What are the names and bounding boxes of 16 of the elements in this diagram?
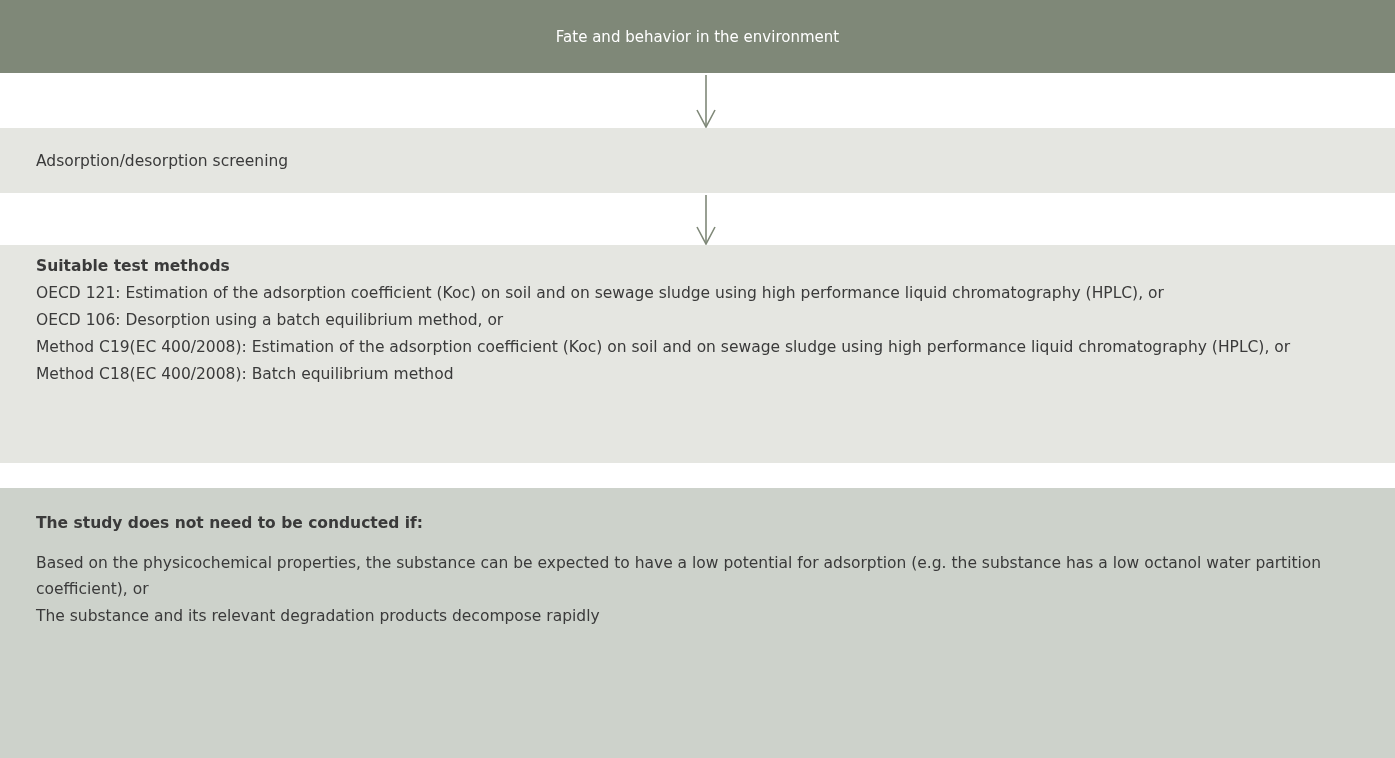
body-text: The substance and its relevant degradation products decompose rapidly [36,606,601,627]
section-heading: Suitable test methods [36,256,231,277]
body-text: Based on the physicochemical properties, the substance can be expected to have a low potential for adsorption (e.g. the substance has a low octanol water partition coefficient), or [36,553,1323,600]
step-label: Fate and behavior in the environment [555,26,840,48]
step-label: Adsorption/desorption screening [36,150,290,172]
body-text: OECD 106: Desorption using a batch equilibrium method, or [36,310,505,331]
body-text: OECD 121: Estimation of the adsorption coefficient (Koc) on soil and on sewage sludge using high performance liquid chromatography (HPLC), or [36,283,1165,304]
section-heading: The study does not need to be conducted if: [36,513,424,534]
header-bar [0,0,1395,73]
process-band [0,128,1395,193]
note-panel [0,488,1395,758]
body-text: Method C19(EC 400/2008): Estimation of the adsorption coefficient (Koc) on soil and on sewage sludge using high performance liquid chromatography (HPLC), or [36,337,1292,358]
arrow [696,194,716,245]
arrow [696,74,716,128]
body-text: Method C18(EC 400/2008): Batch equilibrium method [36,364,455,385]
process-band [0,245,1395,463]
